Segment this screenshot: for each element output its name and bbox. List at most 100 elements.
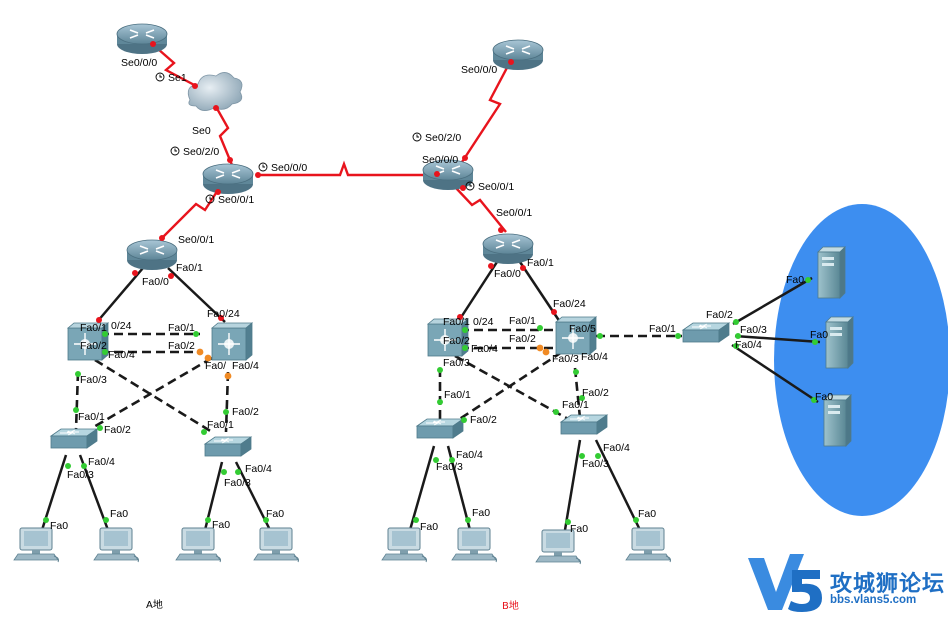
port-light-up: [805, 277, 811, 283]
interface-label: Fa0/2: [509, 333, 536, 345]
port-light-up: [812, 339, 818, 345]
serial-link-r4-rb: [455, 187, 507, 233]
switch-icon[interactable]: [204, 436, 252, 457]
port-light-up: [537, 325, 543, 331]
port-light-up: [579, 453, 585, 459]
serial-link-r2-ra: [159, 189, 220, 241]
switch-icon[interactable]: [50, 428, 98, 449]
interface-label: Fa0/1: [443, 316, 470, 328]
port-light-blocking: [542, 348, 550, 356]
interface-label: Se0/0/1: [218, 194, 254, 206]
interface-label: Fa0: [810, 329, 828, 341]
interface-label: Fa0/24: [553, 298, 586, 310]
server-icon[interactable]: [817, 246, 846, 299]
server-icon[interactable]: [825, 316, 854, 369]
interface-labels: Se0/0/0 Se1 Se0 Se0/2/0 Se0/0/0 Se0/0/1 …: [50, 57, 833, 535]
port-light-blocking: [196, 348, 204, 356]
port-light-down: [255, 172, 261, 178]
port-light-down: [213, 105, 219, 111]
clock-icon: [170, 146, 180, 156]
interface-label: Se0/0/1: [178, 234, 214, 246]
pc-icon[interactable]: [535, 529, 581, 565]
trunk-mla2-swa2: [224, 371, 230, 433]
interface-label: Fa0: [212, 519, 230, 531]
pc-icon[interactable]: [13, 527, 59, 563]
interface-label: Fa0/3: [582, 458, 609, 470]
port-light-blocking: [224, 372, 232, 380]
port-light-down: [551, 309, 557, 315]
port-light-down: [192, 83, 198, 89]
interface-label: Se0/0/0: [271, 162, 307, 174]
port-light-up: [75, 371, 81, 377]
interface-label: Fa0/4: [581, 351, 608, 363]
trunk-links: [74, 328, 682, 434]
interface-label: Fa0/1: [207, 419, 234, 431]
pc-icon[interactable]: [451, 527, 497, 563]
interface-label: Fa0/2: [232, 406, 259, 418]
router-icon[interactable]: [492, 39, 544, 71]
port-light-down: [215, 189, 221, 195]
cloud-icon[interactable]: [187, 72, 243, 111]
interface-label: Fa0: [266, 508, 284, 520]
interface-label: Se0/0/1: [478, 181, 514, 193]
interface-label: Fa0/5: [569, 323, 596, 335]
port-light-up: [223, 409, 229, 415]
router-icon[interactable]: [126, 239, 178, 271]
interface-label: Fa0: [110, 508, 128, 520]
clock-icon: [412, 132, 422, 142]
pc-icon[interactable]: [175, 527, 221, 563]
interface-label: Fa0/1: [80, 322, 107, 334]
trunk-mla1-swa1: [74, 371, 80, 431]
interface-label: Fa0/: [205, 360, 226, 372]
port-light-blocking: [536, 344, 544, 352]
switch-icon[interactable]: [560, 414, 608, 435]
port-light-up: [193, 331, 199, 337]
serial-link-r3-r4: [460, 61, 512, 163]
pc-icon[interactable]: [381, 527, 427, 563]
interface-label: Se0/0/0: [422, 154, 458, 166]
pc-icon[interactable]: [625, 527, 671, 563]
serial-link-cloud-r2: [213, 104, 234, 166]
pc-icon[interactable]: [93, 527, 139, 563]
forum-watermark: 攻城狮论坛 bbs.vlans5.com: [746, 552, 946, 614]
interface-label: Fa0/3: [443, 357, 470, 369]
serial-links: [149, 41, 512, 241]
interface-label: Fa0/2: [706, 309, 733, 321]
interface-label: Fa0/1: [509, 315, 536, 327]
trunk-mlb2-swb2: [573, 367, 582, 419]
router-icon[interactable]: [202, 163, 254, 195]
switch-icon[interactable]: [416, 418, 464, 439]
port-light-up: [205, 517, 211, 523]
interface-label: Fa0/24: [207, 308, 240, 320]
clock-icon: [205, 194, 215, 204]
port-light-up: [437, 399, 443, 405]
link-swb2-pc7: [563, 439, 582, 531]
router-icon[interactable]: [116, 23, 168, 55]
router-icon[interactable]: [482, 233, 534, 265]
port-light-down: [132, 270, 138, 276]
port-light-up: [221, 469, 227, 475]
port-light-down: [520, 265, 526, 271]
multilayer-switch-icon[interactable]: [211, 322, 253, 361]
link-sws-srv3: [731, 343, 819, 404]
interface-label: Se1: [168, 72, 187, 84]
interface-label: Fa0/2: [80, 340, 107, 352]
interface-label: Fa0/4: [603, 442, 630, 454]
port-light-down: [498, 227, 504, 233]
pc-icon[interactable]: [253, 527, 299, 563]
switch-icon[interactable]: [682, 322, 730, 343]
port-light-up: [263, 517, 269, 523]
port-light-up: [462, 327, 468, 333]
interface-label: Se0/0/0: [461, 64, 497, 76]
port-light-up: [735, 333, 741, 339]
port-light-up: [462, 345, 468, 351]
interface-label: Fa0/4: [245, 463, 272, 475]
trunk-mlb1-swb2: [454, 354, 571, 422]
port-light-up: [201, 429, 207, 435]
ethernet-links: [40, 261, 821, 531]
serial-link-r1-cloud: [149, 41, 201, 90]
port-light-blocking: [204, 354, 212, 362]
link-ra-mla1: [96, 267, 144, 323]
port-light-down: [168, 273, 174, 279]
